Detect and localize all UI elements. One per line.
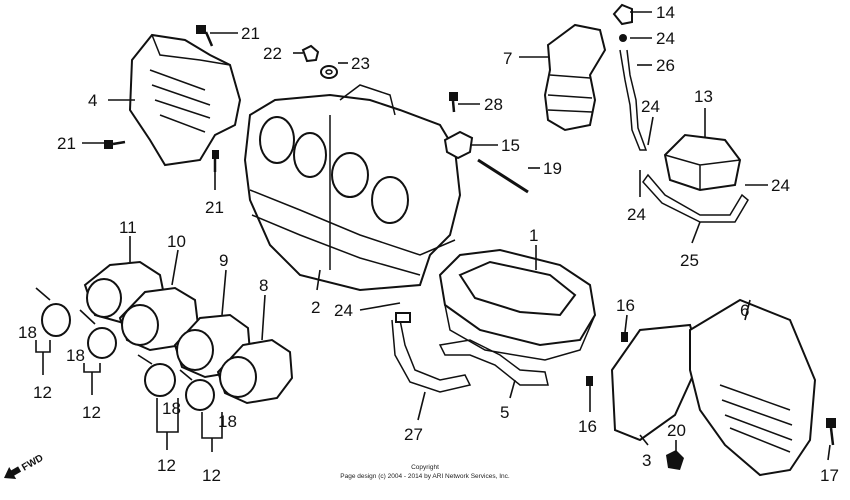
part-8-boot xyxy=(216,338,294,405)
label-17: 17 xyxy=(820,466,839,485)
label-21a: 21 xyxy=(241,24,260,43)
part-20-grommet xyxy=(666,450,684,470)
label-3: 3 xyxy=(642,451,651,470)
fwd-indicator: FWD xyxy=(4,453,45,480)
label-18b: 18 xyxy=(66,346,85,365)
label-19: 19 xyxy=(543,159,562,178)
label-18c: 18 xyxy=(162,399,181,418)
label-21c: 21 xyxy=(205,198,224,217)
part-9-boot xyxy=(173,313,252,379)
part-17-bolt xyxy=(826,418,836,446)
part-10-boot xyxy=(118,286,200,352)
fwd-label: FWD xyxy=(20,453,45,474)
label-8: 8 xyxy=(259,276,268,295)
label-24d: 24 xyxy=(627,205,646,224)
part-14-cap xyxy=(612,3,633,26)
leader-lines xyxy=(35,11,831,461)
copyright: Copyright Page design (c) 2004 - 2014 by… xyxy=(340,464,510,480)
label-23: 23 xyxy=(351,54,370,73)
part-19-bolt xyxy=(477,158,529,194)
label-12d: 12 xyxy=(202,466,221,485)
label-9: 9 xyxy=(219,251,228,270)
label-12b: 12 xyxy=(82,403,101,422)
part-16-clips xyxy=(586,332,628,386)
label-13: 13 xyxy=(694,87,713,106)
label-24c: 24 xyxy=(771,176,790,195)
label-16: 16 xyxy=(616,296,635,315)
part-4-cover xyxy=(128,33,242,167)
label-1: 1 xyxy=(529,226,538,245)
copyright-line-1: Copyright xyxy=(411,464,439,471)
part-7-duct xyxy=(543,23,607,132)
label-12a: 12 xyxy=(33,383,52,402)
label-10: 10 xyxy=(167,232,186,251)
part-13-box xyxy=(663,133,742,192)
label-11: 11 xyxy=(119,218,137,237)
label-24e: 24 xyxy=(334,301,353,320)
label-22: 22 xyxy=(263,44,282,63)
label-2: 2 xyxy=(311,298,320,317)
label-26: 26 xyxy=(656,56,675,75)
part-28-bolt xyxy=(449,92,458,113)
copyright-line-2: Page design (c) 2004 - 2014 by ARI Netwo… xyxy=(340,473,510,480)
label-24a: 24 xyxy=(656,29,675,48)
label-27: 27 xyxy=(404,425,423,444)
label-4: 4 xyxy=(88,91,97,110)
part-6-side-cover xyxy=(689,298,817,477)
label-7: 7 xyxy=(503,49,512,68)
part-21-bolts xyxy=(104,25,219,172)
part-27-hose xyxy=(391,312,472,393)
label-24b: 24 xyxy=(641,97,660,116)
part-number-labels: 21 22 23 4 21 21 7 14 24 26 28 15 19 24 … xyxy=(18,3,839,485)
part-3-panel xyxy=(610,323,702,442)
label-5: 5 xyxy=(500,403,509,422)
label-20: 20 xyxy=(667,421,686,440)
part-1-filter xyxy=(438,248,597,361)
part-15-bracket xyxy=(443,130,474,160)
label-12c: 12 xyxy=(157,456,176,475)
part-25-hose xyxy=(642,173,749,223)
part-23-washer xyxy=(320,65,338,79)
label-21b: 21 xyxy=(57,134,76,153)
part-2-case xyxy=(243,84,462,292)
label-18d: 18 xyxy=(218,412,237,431)
label-28: 28 xyxy=(484,95,503,114)
part-22-nut xyxy=(301,44,320,63)
label-16b: 16 xyxy=(578,417,597,436)
label-14: 14 xyxy=(656,3,675,22)
label-25: 25 xyxy=(680,251,699,270)
part-18-clamps xyxy=(35,287,215,411)
label-6: 6 xyxy=(740,301,749,320)
fwd-arrow-icon xyxy=(4,466,22,480)
part-5-strip xyxy=(438,339,549,386)
label-18a: 18 xyxy=(18,323,37,342)
part-26-tube xyxy=(619,34,648,151)
label-15: 15 xyxy=(501,136,520,155)
